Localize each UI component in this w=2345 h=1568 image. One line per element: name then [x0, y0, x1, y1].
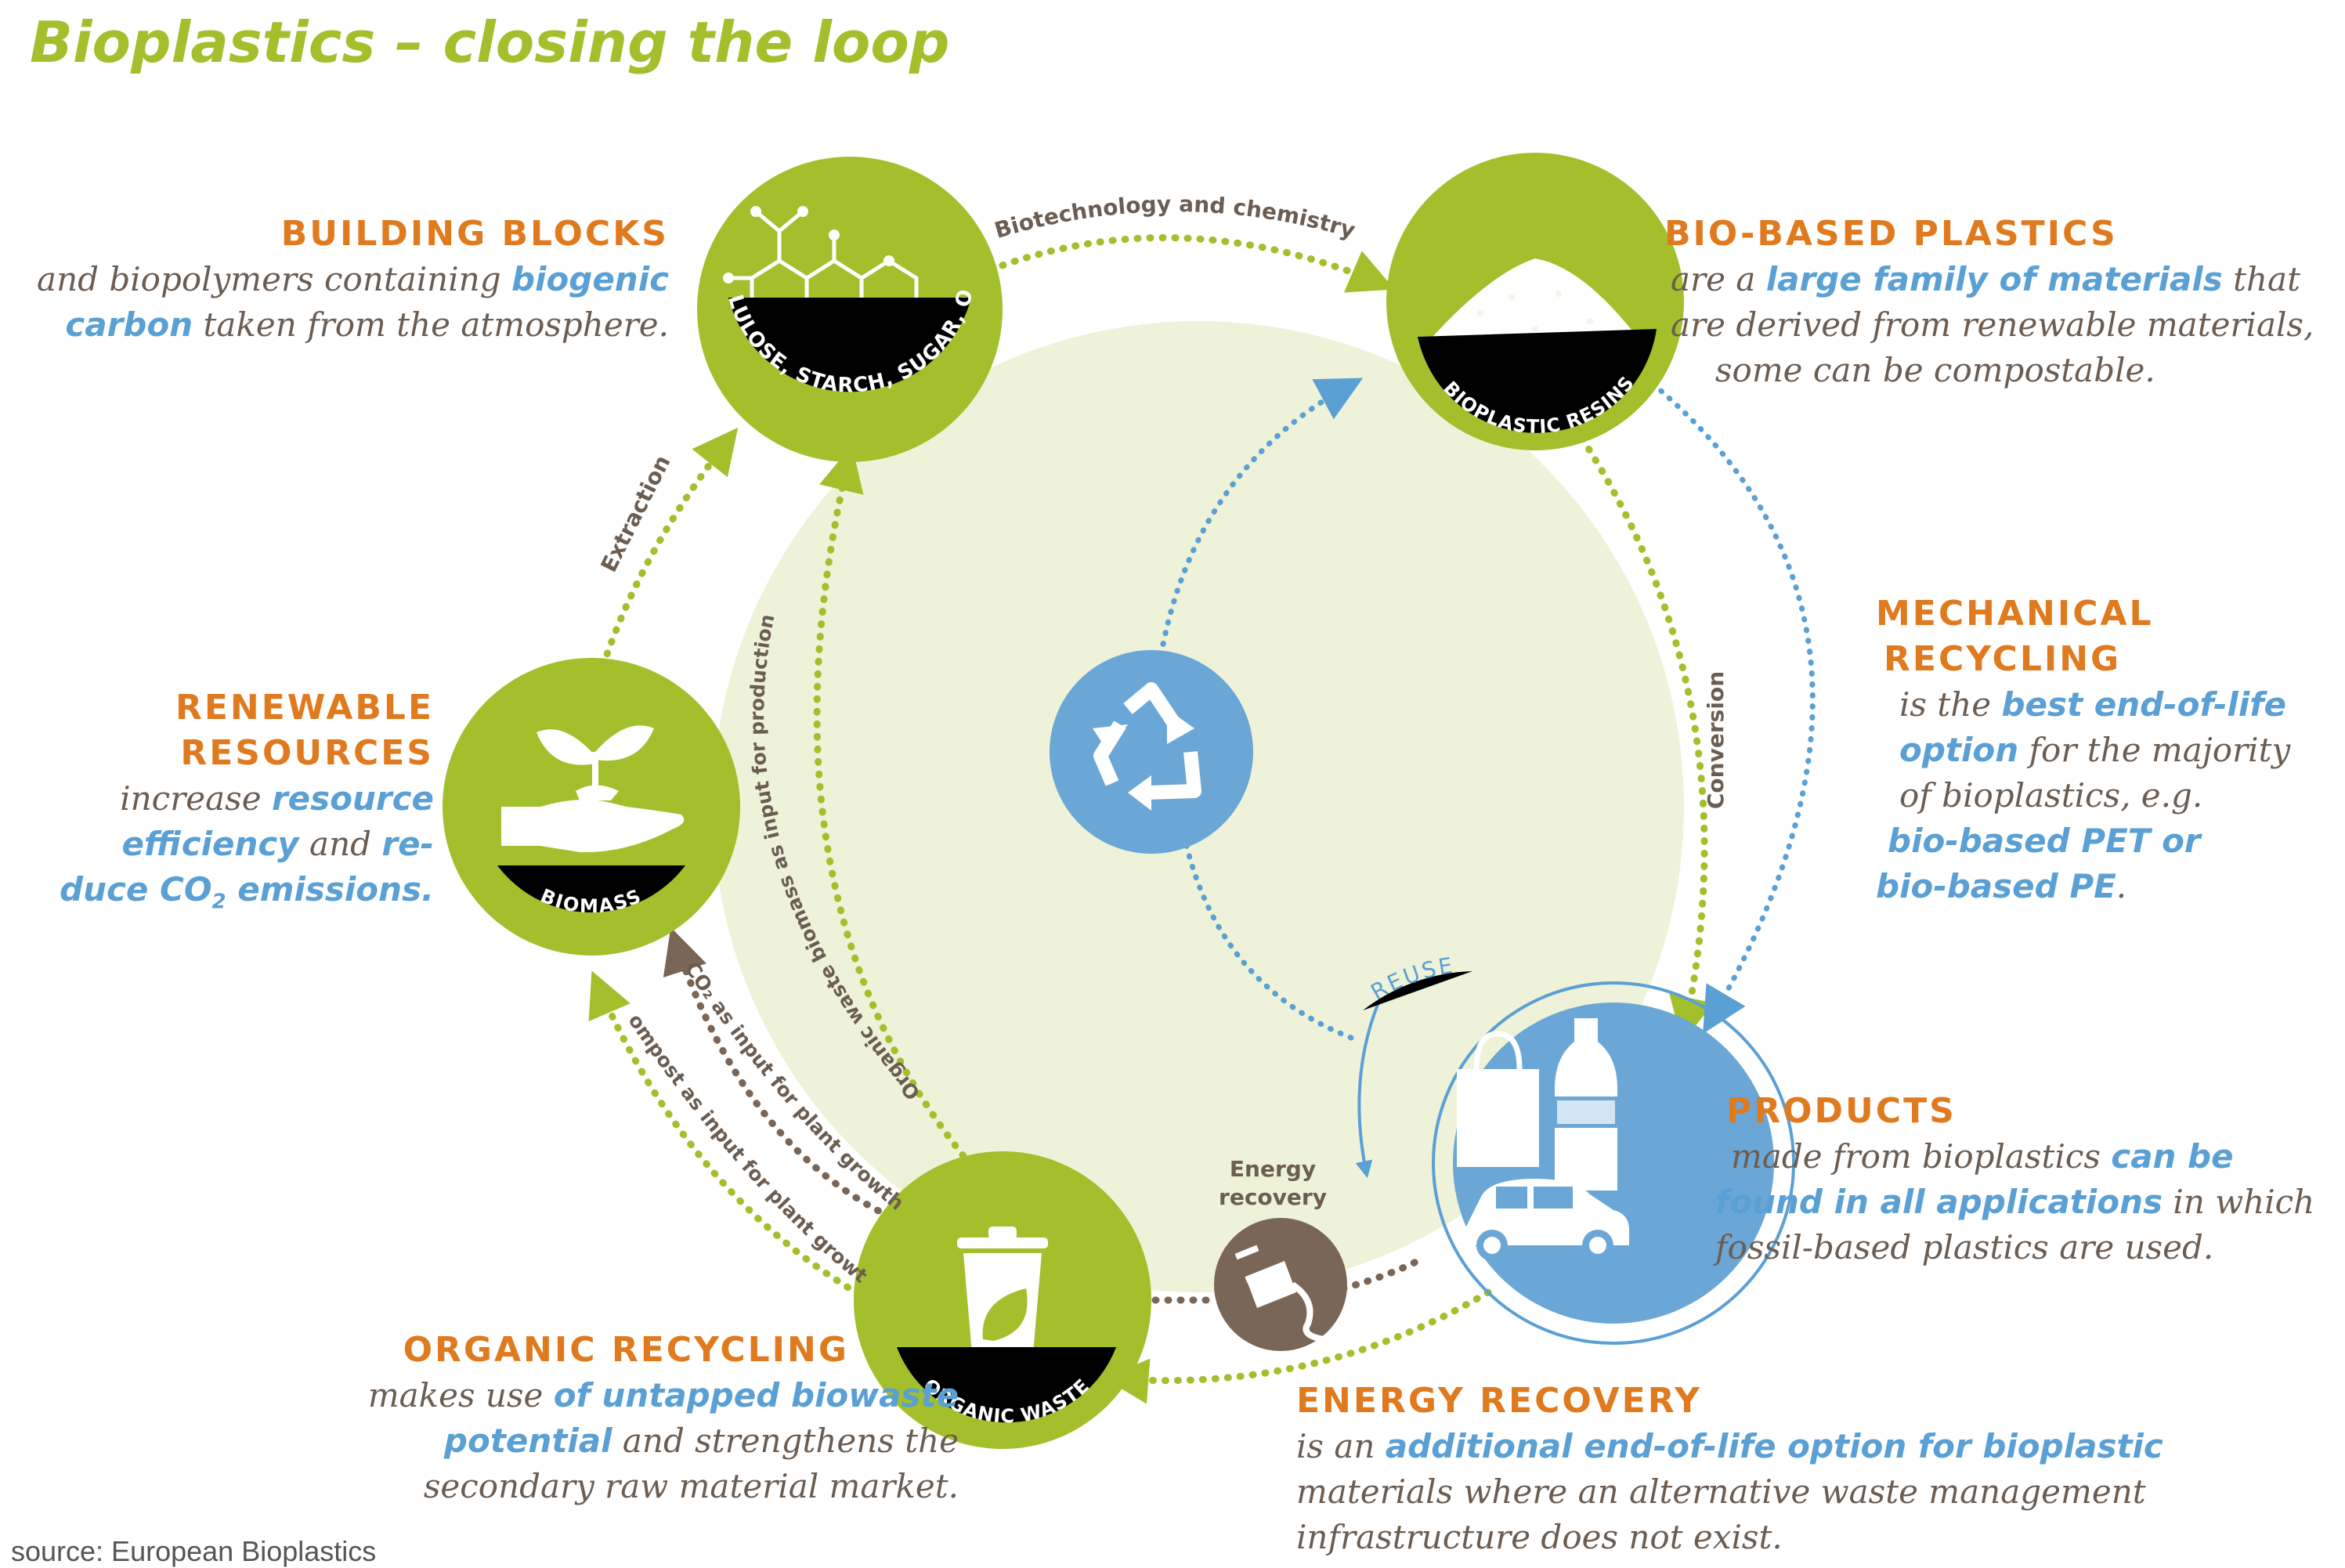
flow-conversion-arrow: [1578, 435, 1714, 1043]
highlight: emissions.: [226, 870, 434, 909]
mechanical-recycling-line3: of bioplastics, e.g.: [1899, 776, 2203, 815]
products-text: PRODUCTS made from bioplastics can be fo…: [1715, 1089, 2334, 1270]
flow-products-to-waste-arrow: [1103, 1288, 1492, 1404]
highlight: of untapped biowaste: [553, 1376, 959, 1414]
highlight: re-: [381, 825, 434, 863]
highlight: resource: [271, 779, 434, 818]
organic-recycling-text: ORGANIC RECYCLING makes use of untapped …: [254, 1328, 959, 1509]
highlight: additional end-of-life option for biopla…: [1385, 1427, 2163, 1465]
renewable-resources-heading1: RENEWABLE: [175, 688, 434, 728]
text: taken from the atmosphere.: [193, 305, 669, 344]
text: made from bioplastics: [1731, 1137, 2112, 1176]
highlight: duce CO: [60, 870, 212, 909]
extraction-label: Extraction: [595, 451, 675, 576]
bio-based-plastics-line2: are derived from renewable materials,: [1671, 305, 2314, 344]
products-heading: PRODUCTS: [1726, 1091, 1957, 1131]
text: for the majority: [2018, 731, 2291, 769]
highlight: efficiency: [121, 825, 299, 863]
renewable-resources-line1: increase resource: [27, 776, 434, 822]
bio-based-plastics-line1: are a large family of materials that: [1664, 257, 2338, 302]
products-line3: fossil-based plastics are used.: [1715, 1228, 2214, 1266]
renewable-resources-line3: duce CO2 emissions.: [27, 867, 434, 924]
mechanical-recycling-heading1: MECHANICAL: [1876, 594, 2154, 634]
text: is an: [1296, 1427, 1386, 1465]
source-credit: source: European Bioplastics: [11, 1535, 377, 1567]
flow-organic-waste-input-arrow: [813, 445, 983, 1179]
hand-sprout-icon: [501, 725, 685, 853]
mechanical-recycling-line2: option for the majority: [1876, 728, 2338, 773]
highlight: found in all applications: [1715, 1183, 2163, 1221]
recycle-node: [1050, 650, 1253, 854]
text: is the: [1899, 685, 2002, 724]
text: and: [298, 825, 382, 863]
mechanical-recycling-line4: bio-based PET or: [1876, 818, 2338, 864]
text: .: [2116, 867, 2127, 905]
text: that: [2222, 260, 2300, 298]
text: in which: [2163, 1183, 2315, 1221]
products-line1: made from bioplastics can be: [1715, 1134, 2334, 1180]
energy-recovery-heading: ENERGY RECOVERY: [1296, 1381, 1703, 1421]
highlight: bio-based PET or: [1888, 822, 2201, 860]
flow-co2-arrow: [663, 927, 905, 1226]
highlight-subscript: 2: [211, 890, 226, 914]
highlight: best end-of-life: [2001, 685, 2286, 724]
flow-biotech-arrow: [975, 233, 1395, 293]
flow-extraction-arrow: [599, 427, 739, 670]
energy-recovery-line2: materials where an alternative waste man…: [1296, 1472, 2146, 1511]
highlight: potential: [443, 1422, 612, 1460]
renewable-resources-line2: efficiency and re-: [27, 822, 434, 867]
energy-recovery-line1: is an additional end-of-life option for …: [1296, 1424, 2205, 1469]
products-icon: [1457, 1018, 1629, 1261]
text: are a: [1671, 260, 1766, 298]
svg-text:Conversion: Conversion: [1703, 671, 1729, 809]
highlight: biogenic: [511, 260, 669, 298]
svg-text:Extraction: Extraction: [595, 451, 675, 576]
energy-recovery-label-line2: recovery: [1219, 1184, 1327, 1210]
building-blocks-heading: BUILDING BLOCKS: [280, 214, 669, 254]
flow-recycle-to-resins-arrow: [1156, 378, 1364, 669]
renewable-resources-text: RENEWABLE RESOURCES increase resource ef…: [27, 685, 434, 924]
energy-recovery-line3: infrastructure does not exist.: [1296, 1518, 1783, 1556]
text: makes use: [367, 1376, 554, 1414]
highlight: can be: [2111, 1137, 2234, 1176]
bio-based-plastics-heading: BIO-BASED PLASTICS: [1664, 214, 2118, 254]
highlight: bio-based PE: [1876, 867, 2116, 905]
flow-products-to-recycle-line: [1183, 843, 1354, 1041]
mechanical-recycling-line5: bio-based PE.: [1876, 864, 2338, 909]
products-line2: found in all applications in which: [1715, 1180, 2334, 1225]
organic-recycling-line2: potential and strengthens the: [254, 1418, 959, 1464]
text: and strengthens the: [612, 1422, 959, 1460]
organic-recycling-line1: makes use of untapped biowaste: [254, 1373, 959, 1418]
page-title: Bioplastics – closing the loop: [30, 9, 950, 75]
flow-energy-recovery-line-2: [1339, 1257, 1422, 1292]
flow-compost-arrow: [588, 970, 873, 1304]
bio-based-plastics-line3: some can be compostable.: [1715, 351, 2155, 389]
building-blocks-line2: carbon taken from the atmosphere.: [0, 302, 669, 348]
organic-recycling-heading: ORGANIC RECYCLING: [403, 1330, 849, 1370]
text: increase: [120, 779, 272, 818]
energy-recovery-label-line1: Energy: [1230, 1156, 1316, 1182]
building-blocks-line1: and biopolymers containing biogenic: [0, 257, 669, 302]
highlight: option: [1899, 731, 2019, 769]
flow-mechanical-recycling-arrow: [1649, 381, 1816, 1035]
products-node: [1355, 981, 1795, 1345]
mechanical-recycling-line1: is the best end-of-life: [1876, 682, 2338, 728]
bin-leaf-icon: [957, 1227, 1048, 1363]
highlight: large family of materials: [1765, 260, 2223, 298]
mechanical-recycling-text: MECHANICAL RECYCLING is the best end-of-…: [1876, 591, 2338, 909]
bio-based-plastics-text: BIO-BASED PLASTICS are a large family of…: [1664, 211, 2338, 393]
plug-icon: [1234, 1245, 1324, 1342]
building-blocks-text: BUILDING BLOCKS and biopolymers containi…: [0, 211, 669, 348]
organic-recycling-line3: secondary raw material market.: [423, 1467, 959, 1505]
conversion-label: Conversion: [1703, 671, 1729, 809]
text: and biopolymers containing: [37, 260, 511, 298]
energy-recovery-node: [1214, 1218, 1347, 1351]
renewable-resources-heading2: RESOURCES: [180, 733, 434, 773]
resin-pile-icon: [1425, 258, 1637, 355]
highlight: carbon: [65, 305, 193, 344]
energy-recovery-text: ENERGY RECOVERY is an additional end-of-…: [1296, 1378, 2205, 1560]
mechanical-recycling-heading2: RECYCLING: [1884, 639, 2122, 679]
reuse-arc: [1355, 1002, 1380, 1179]
